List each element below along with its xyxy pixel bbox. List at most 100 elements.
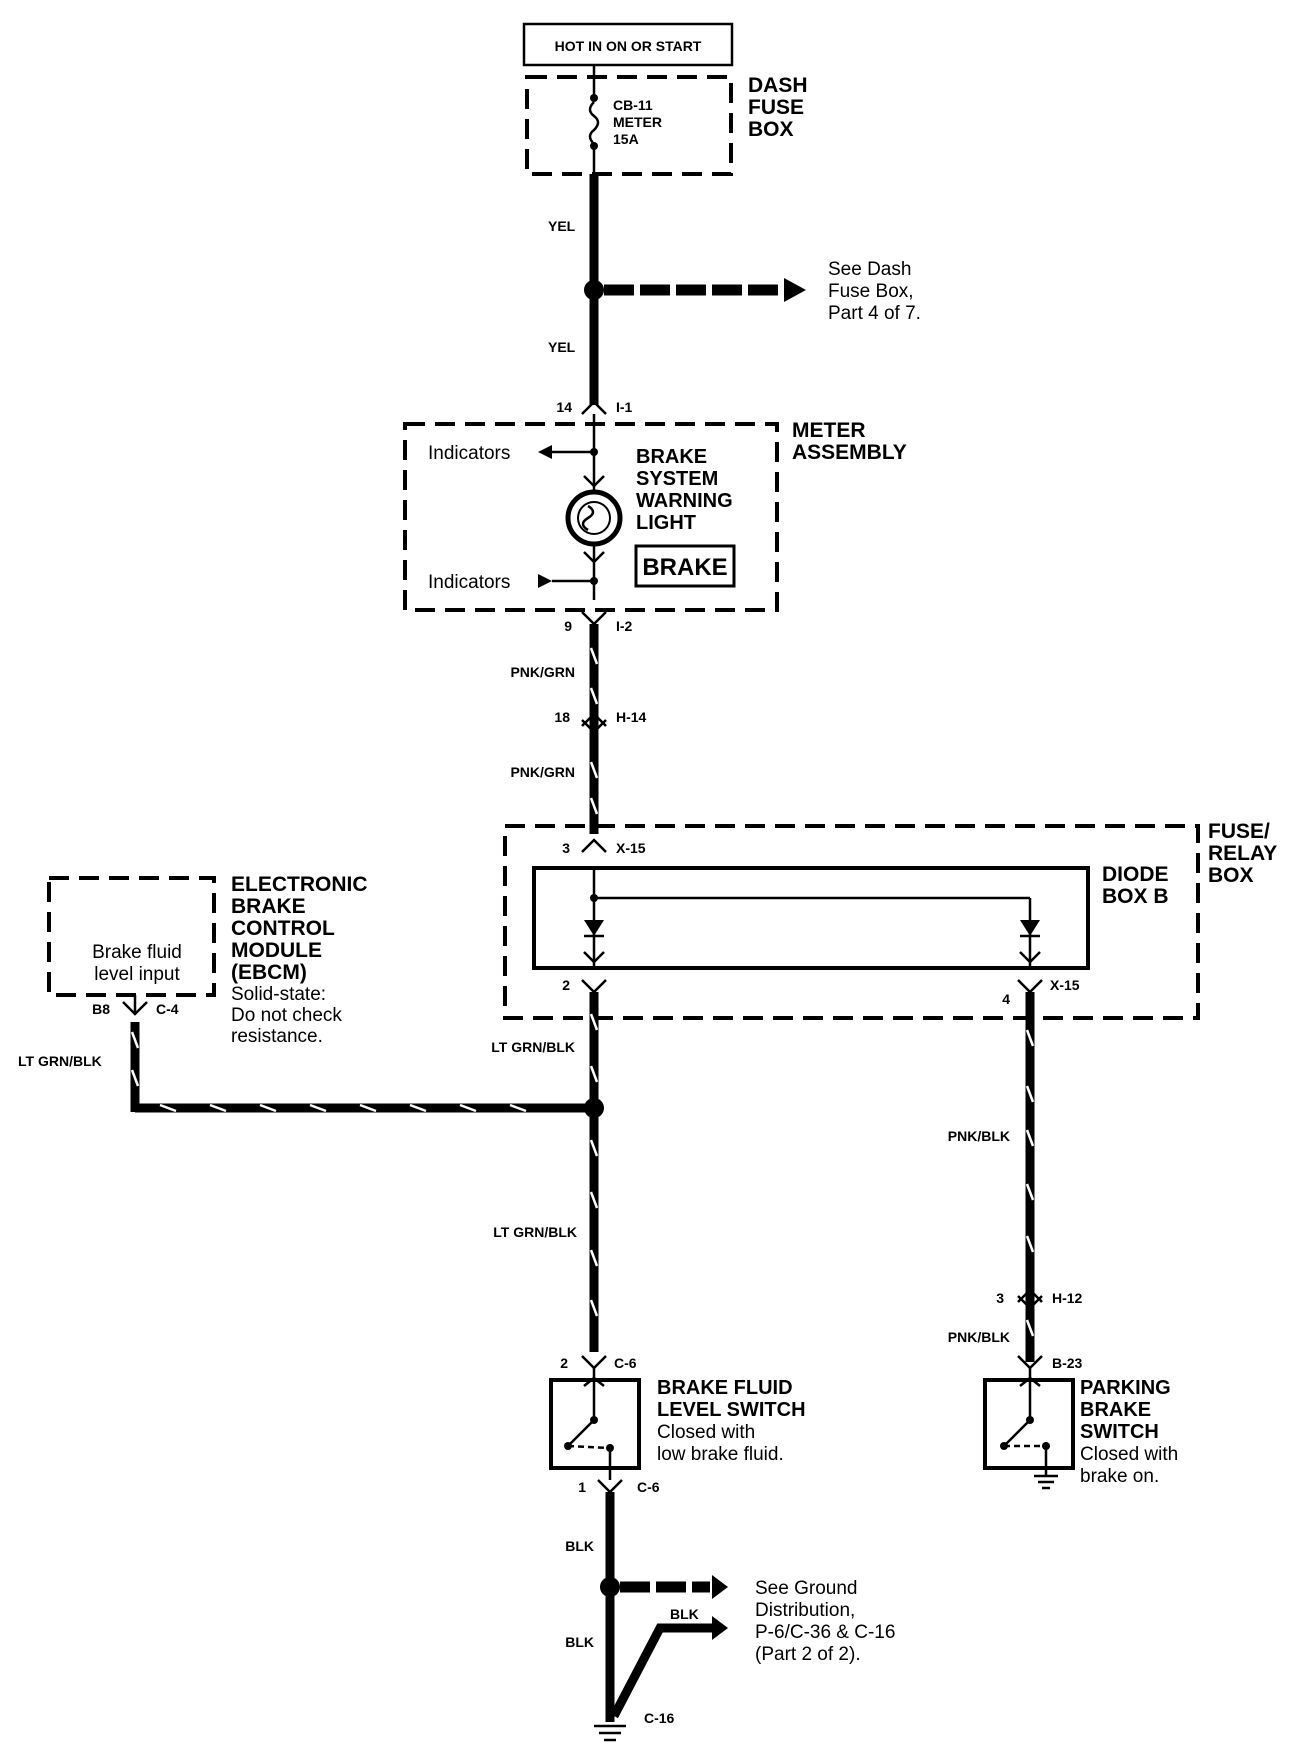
svg-text:BOX B: BOX B [1102,885,1169,908]
brake-badge [634,544,736,588]
svg-text:Solid-state:: Solid-state: [231,984,326,1005]
wire-label-yel-1: YEL [548,218,576,234]
svg-text:resistance.: resistance. [231,1026,323,1047]
svg-text:BOX: BOX [1208,864,1254,887]
ground-distribution-note: See Ground Distribution, P-6/C-36 & C-16… [755,1578,895,1665]
svg-text:ASSEMBLY: ASSEMBLY [792,441,907,464]
pnk-blk-wire: PNK/BLK PNK/BLK [948,992,1035,1362]
svg-text:4: 4 [1002,991,1010,1007]
svg-text:LT GRN/BLK: LT GRN/BLK [491,1039,575,1055]
see-dash-fuse-line-2: Fuse Box, [828,281,914,302]
svg-text:BRAKE: BRAKE [1080,1399,1151,1421]
splice-dot-blk [600,1577,620,1597]
svg-text:P-6/C-36 & C-16: P-6/C-36 & C-16 [755,1622,895,1643]
connector-c6-bottom: 1 C-6 [578,1479,660,1495]
connector-x15-bottom: 2 4 X-15 [562,977,1080,1007]
arrow-right-icon [784,278,806,302]
diode-box-b: DIODE BOX B [532,863,1169,970]
svg-text:2: 2 [560,1355,568,1371]
svg-text:METER: METER [792,419,866,442]
svg-text:low brake fluid.: low brake fluid. [657,1444,784,1465]
ebcm-module: Brake fluid level input B8 C-4 ELECTRONI… [47,873,368,1047]
svg-text:H-12: H-12 [1052,1290,1083,1306]
svg-text:level input: level input [94,964,180,985]
fuse-relay-box: FUSE/ RELAY BOX [503,820,1277,1020]
splice-dot-yel [584,280,604,300]
svg-text:Brake fluid: Brake fluid [92,942,182,963]
lt-grn-blk-wire: LT GRN/BLK LT GRN/BLK [491,992,604,1352]
arrow-left-ground-icon [712,1575,728,1599]
svg-text:Closed with: Closed with [1080,1444,1178,1465]
svg-text:(Part 2 of 2).: (Part 2 of 2). [755,1644,861,1665]
svg-text:SWITCH: SWITCH [1080,1421,1159,1443]
svg-text:See Ground: See Ground [755,1578,857,1599]
svg-text:C-4: C-4 [156,1001,179,1017]
svg-text:C-6: C-6 [614,1355,637,1371]
svg-text:18: 18 [554,709,570,725]
svg-text:3: 3 [996,1290,1004,1306]
connector-i1: 14 I-1 [556,399,632,415]
dash-fuse-box-title-2: FUSE [748,96,804,119]
svg-text:(EBCM): (EBCM) [231,961,307,984]
svg-text:I-2: I-2 [616,618,633,634]
dash-fuse-box: CB-11 METER 15A DASH FUSE BOX [525,65,808,176]
svg-text:LT GRN/BLK: LT GRN/BLK [493,1224,577,1240]
arrow-left-ground-2-icon [712,1616,728,1640]
svg-text:FUSE/: FUSE/ [1208,820,1270,843]
svg-text:1: 1 [578,1479,586,1495]
arrow-left-icon [538,445,552,459]
fuse-id: CB-11 [613,97,653,113]
see-dash-fuse-line-3: Part 4 of 7. [828,303,921,324]
dash-fuse-box-title-3: BOX [748,118,794,141]
svg-text:RELAY: RELAY [1208,842,1277,865]
svg-text:brake on.: brake on. [1080,1466,1159,1487]
diode-left-icon [584,920,604,936]
svg-text:BRAKE: BRAKE [231,895,306,918]
connector-h14: 18 H-14 [554,709,647,734]
svg-text:14: 14 [556,399,572,415]
indicators-bottom-label: Indicators [428,572,510,593]
svg-text:PNK/GRN: PNK/GRN [510,764,575,780]
svg-text:BRAKE: BRAKE [636,446,707,468]
connector-c6-top: 2 C-6 [560,1355,637,1371]
svg-text:C-6: C-6 [637,1479,660,1495]
svg-text:PARKING: PARKING [1080,1377,1171,1399]
svg-text:LIGHT: LIGHT [636,512,696,534]
svg-text:BLK: BLK [565,1634,594,1650]
fuse-symbol [588,101,600,145]
svg-text:2: 2 [562,977,570,993]
svg-text:BLK: BLK [670,1606,699,1622]
svg-text:PNK/BLK: PNK/BLK [948,1329,1010,1345]
pnk-grn-wire: PNK/GRN PNK/GRN [510,624,599,834]
yel-wire: YEL YEL [548,174,604,405]
ebcm-branch-wire: LT GRN/BLK [18,1022,594,1113]
arrow-in-icon [538,574,552,588]
svg-text:PNK/BLK: PNK/BLK [948,1128,1010,1144]
blk-wire: BLK BLK BLK C-16 [565,1492,728,1742]
brake-fluid-level-switch: BRAKE FLUID LEVEL SWITCH Closed with low… [549,1368,806,1480]
svg-text:X-15: X-15 [616,840,646,856]
connector-h12: 3 H-12 [996,1288,1083,1310]
svg-text:SYSTEM: SYSTEM [636,468,718,490]
svg-text:WARNING: WARNING [636,490,733,512]
svg-text:LEVEL SWITCH: LEVEL SWITCH [657,1399,806,1421]
diode-right-icon [1020,920,1040,936]
see-dash-fuse-line-1: See Dash [828,259,911,280]
svg-text:LT GRN/BLK: LT GRN/BLK [18,1053,102,1069]
hot-label-text: HOT IN ON OR START [555,38,702,54]
indicators-top-label: Indicators [428,443,510,464]
svg-text:Do not check: Do not check [231,1005,342,1026]
fuse-rating: 15A [613,131,639,147]
svg-text:B-23: B-23 [1052,1355,1083,1371]
ground-icon-c16 [594,1724,626,1742]
hot-in-on-or-start-label: HOT IN ON OR START [522,22,734,67]
svg-text:X-15: X-15 [1050,977,1080,993]
fuse-name: METER [613,114,662,130]
svg-text:PNK/GRN: PNK/GRN [510,664,575,680]
parking-brake-switch: PARKING BRAKE SWITCH Closed with brake o… [983,1368,1178,1490]
svg-text:MODULE: MODULE [231,939,322,962]
svg-text:I-1: I-1 [616,399,633,415]
svg-text:3: 3 [562,840,570,856]
